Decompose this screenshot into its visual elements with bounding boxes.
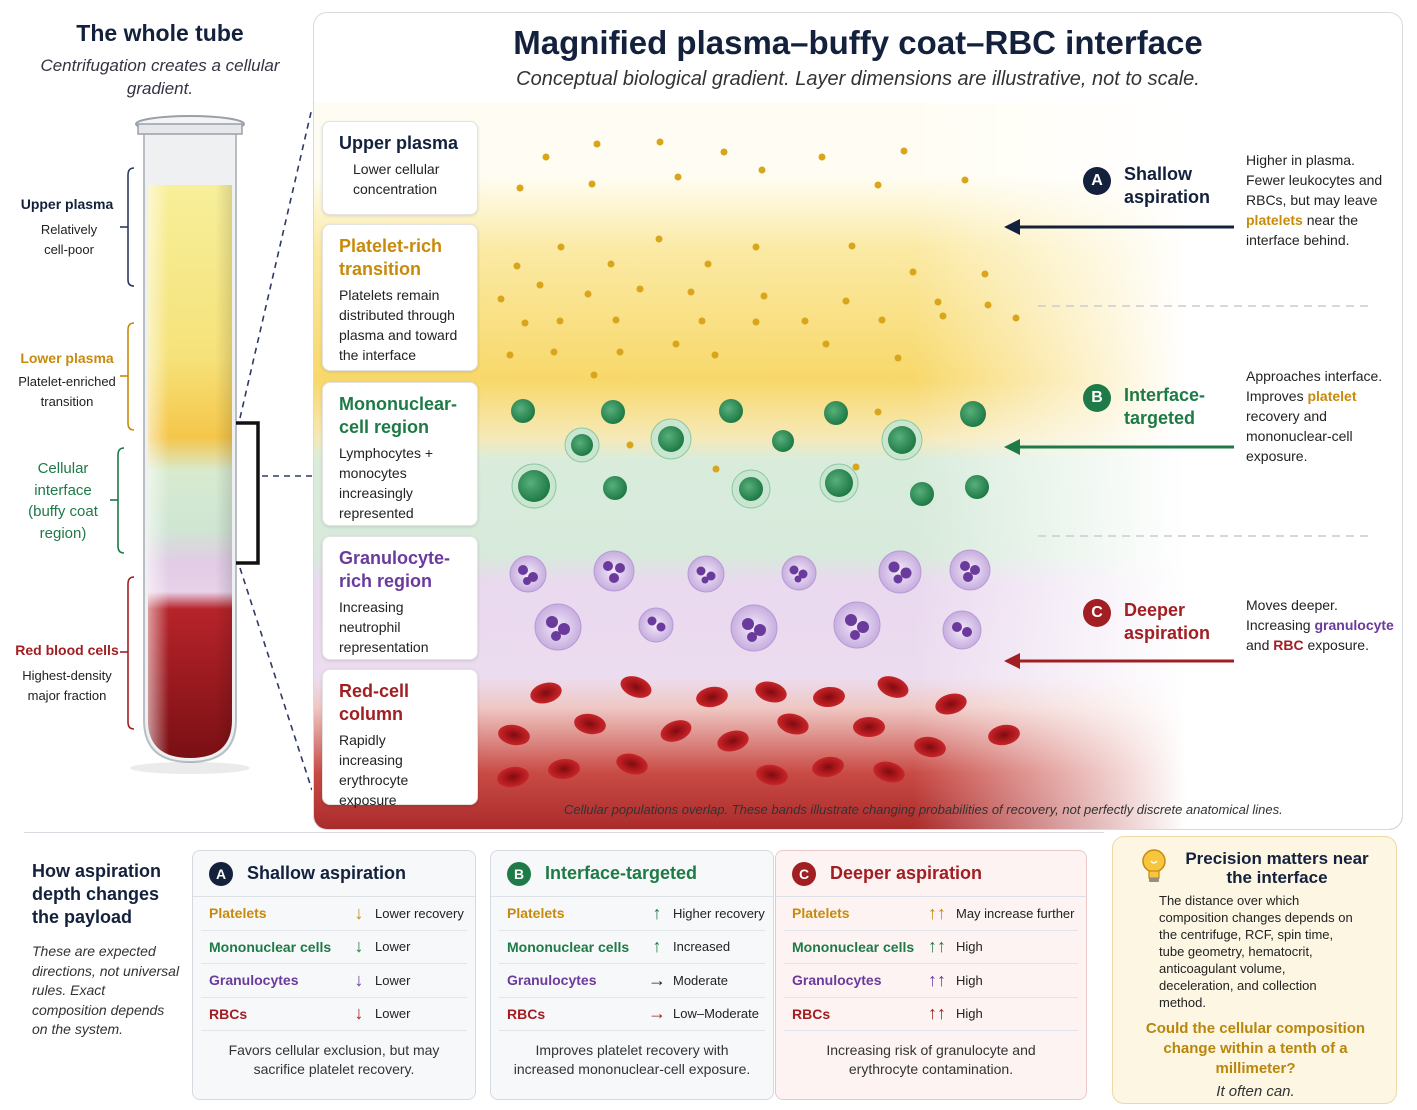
platelet-dots <box>497 138 1020 473</box>
granulocytes <box>509 549 991 652</box>
layer-card-granulocyte: Granulocyte-rich region Increasing neutr… <box>322 536 478 660</box>
table-row: Mononuclear cells↓Lower <box>201 931 467 964</box>
table-row: Granulocytes→Moderate <box>499 964 765 998</box>
table-row: Mononuclear cells↑↑High <box>784 931 1078 964</box>
tube-label-upper-plasma: Upper plasma Relatively cell-poor <box>20 196 114 257</box>
aspiration-b-badge: B <box>1083 384 1111 412</box>
precision-title: Precision matters near the interface <box>1185 849 1369 887</box>
tube-label-cellular-interface: Cellular interface (buffy coat region) <box>28 460 98 542</box>
layer-card-upper-plasma: Upper plasma Lower cellular concentratio… <box>322 121 478 215</box>
table-a-title: Shallow aspiration <box>247 863 407 883</box>
aspiration-arrows <box>1004 219 1234 669</box>
precision-box: Precision matters near the interface The… <box>1112 836 1397 1104</box>
table-b-badge: B <box>507 861 531 886</box>
layer-card-mononuclear: Mononuclear-cell region Lymphocytes + mo… <box>322 382 478 526</box>
table-footer: Favors cellular exclusion, but may sacri… <box>228 1042 440 1077</box>
aspiration-a-desc: Higher in plasma. Fewer leukocytes and R… <box>1246 152 1383 248</box>
tube-label-lower-plasma: Lower plasma Platelet-enriched transitio… <box>18 350 116 409</box>
cell-illustrations <box>497 138 1020 788</box>
table-row: RBCs↓Lower <box>201 998 467 1031</box>
lightbulb-icon <box>1142 849 1166 882</box>
table-header: A Shallow aspiration <box>193 851 475 897</box>
how-title: How aspiration depth changes the payload <box>32 861 162 927</box>
tube-label-red-blood-cells: Red blood cells Highest-density major fr… <box>15 642 119 703</box>
table-row: Platelets↑↑May increase further <box>784 897 1078 931</box>
table-footer: Improves platelet recovery with increase… <box>513 1042 751 1077</box>
table-footer: Increasing risk of granulocyte and eryth… <box>826 1042 1036 1077</box>
table-b-title: Interface-targeted <box>545 863 698 883</box>
table-row: Granulocytes↓Lower <box>201 964 467 998</box>
aspiration-b-desc: Approaches interface. Improves platelet … <box>1246 368 1383 464</box>
precision-answer: It often can. <box>1216 1083 1295 1100</box>
table-row: Platelets↑Higher recovery <box>499 897 765 931</box>
table-a-badge: A <box>209 861 233 886</box>
table-row: Mononuclear cells↑Increased <box>499 931 765 964</box>
tube-title: The whole tube <box>76 20 244 46</box>
precision-question: Could the cellular composition change wi… <box>1145 1020 1366 1077</box>
table-header: C Deeper aspiration <box>776 851 1086 897</box>
table-row: RBCs↑↑High <box>784 998 1078 1031</box>
main-subtitle: Conceptual biological gradient. Layer di… <box>516 68 1200 90</box>
aspiration-b-title: Interface-targeted <box>1124 385 1206 428</box>
table-c-badge: C <box>792 861 816 886</box>
table-row: RBCs→Low–Moderate <box>499 998 765 1031</box>
mononuclear-cells <box>511 399 989 509</box>
main-title: Magnified plasma–buffy coat–RBC interfac… <box>513 24 1203 61</box>
arrow-a-head <box>1004 219 1020 235</box>
table-deeper: C Deeper aspiration Platelets↑↑May incre… <box>775 850 1087 1100</box>
magnify-bracket <box>236 421 260 565</box>
table-interface: B Interface-targeted Platelets↑Higher re… <box>490 850 774 1100</box>
aspiration-a-badge: A <box>1083 167 1111 195</box>
precision-desc: The distance over which composition chan… <box>1159 893 1353 1010</box>
arrow-b-head <box>1004 439 1020 455</box>
aspiration-c-title: Deeper aspiration <box>1124 600 1211 643</box>
table-row: Platelets↓Lower recovery <box>201 897 467 931</box>
aspiration-a-title: Shallow aspiration <box>1124 164 1211 207</box>
section-divider <box>24 832 1104 833</box>
tube-illustration <box>110 107 312 791</box>
arrow-c-head <box>1004 653 1020 669</box>
aspiration-c-badge: C <box>1083 599 1111 627</box>
table-c-title: Deeper aspiration <box>830 863 983 883</box>
table-header: B Interface-targeted <box>491 851 773 897</box>
overlap-note: Cellular populations overlap. These band… <box>564 802 1283 817</box>
aspiration-c-desc: Moves deeper. Increasing granulocyte and… <box>1246 597 1394 653</box>
layer-card-red-cell: Red-cell column Rapidly increasing eryth… <box>322 669 478 808</box>
how-desc: These are expected directions, not unive… <box>32 943 180 1037</box>
tube-subtitle: Centrifugation creates a cellular gradie… <box>40 56 280 98</box>
red-blood-cells <box>497 676 1020 788</box>
layer-card-platelet-rich: Platelet-rich transition Platelets remai… <box>322 224 478 371</box>
table-shallow: A Shallow aspiration Platelets↓Lower rec… <box>192 850 476 1100</box>
table-row: Granulocytes↑↑High <box>784 964 1078 998</box>
